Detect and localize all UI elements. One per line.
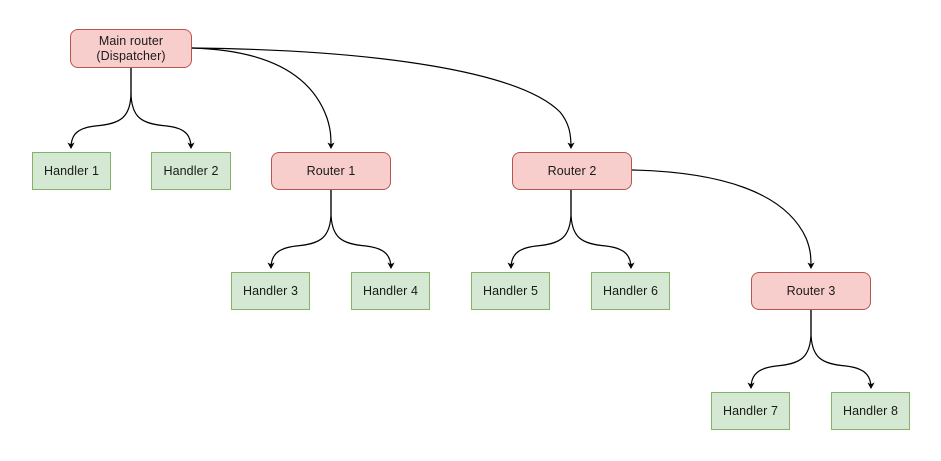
node-handler-6[interactable]: Handler 6 — [591, 272, 670, 310]
node-handler-5[interactable]: Handler 5 — [471, 272, 550, 310]
node-handler-3[interactable]: Handler 3 — [231, 272, 310, 310]
edge-router1-to-handler-3 — [267, 190, 332, 269]
edge-router2-to-handler-5 — [507, 190, 572, 269]
node-router-2[interactable]: Router 2 — [512, 152, 632, 190]
edge-main-to-router-2 — [191, 47, 575, 149]
node-handler-7[interactable]: Handler 7 — [711, 392, 790, 430]
node-main-router[interactable]: Main router (Dispatcher) — [70, 29, 192, 68]
edge-router2-to-handler-6 — [570, 190, 635, 269]
edge-group — [67, 47, 875, 389]
node-handler-1[interactable]: Handler 1 — [32, 152, 111, 190]
edge-router1-to-handler-4 — [330, 190, 395, 269]
edge-router2-to-router-3 — [631, 169, 815, 269]
node-router-3[interactable]: Router 3 — [751, 272, 871, 310]
edge-main-to-handler-1 — [67, 68, 132, 149]
node-router-1[interactable]: Router 1 — [271, 152, 391, 190]
edge-router3-to-handler-7 — [747, 310, 812, 389]
edge-main-to-router-1 — [191, 47, 335, 149]
edge-router3-to-handler-8 — [810, 310, 875, 389]
edge-main-to-handler-2 — [130, 68, 195, 149]
node-handler-8[interactable]: Handler 8 — [831, 392, 910, 430]
node-handler-4[interactable]: Handler 4 — [351, 272, 430, 310]
node-handler-2[interactable]: Handler 2 — [151, 152, 231, 190]
